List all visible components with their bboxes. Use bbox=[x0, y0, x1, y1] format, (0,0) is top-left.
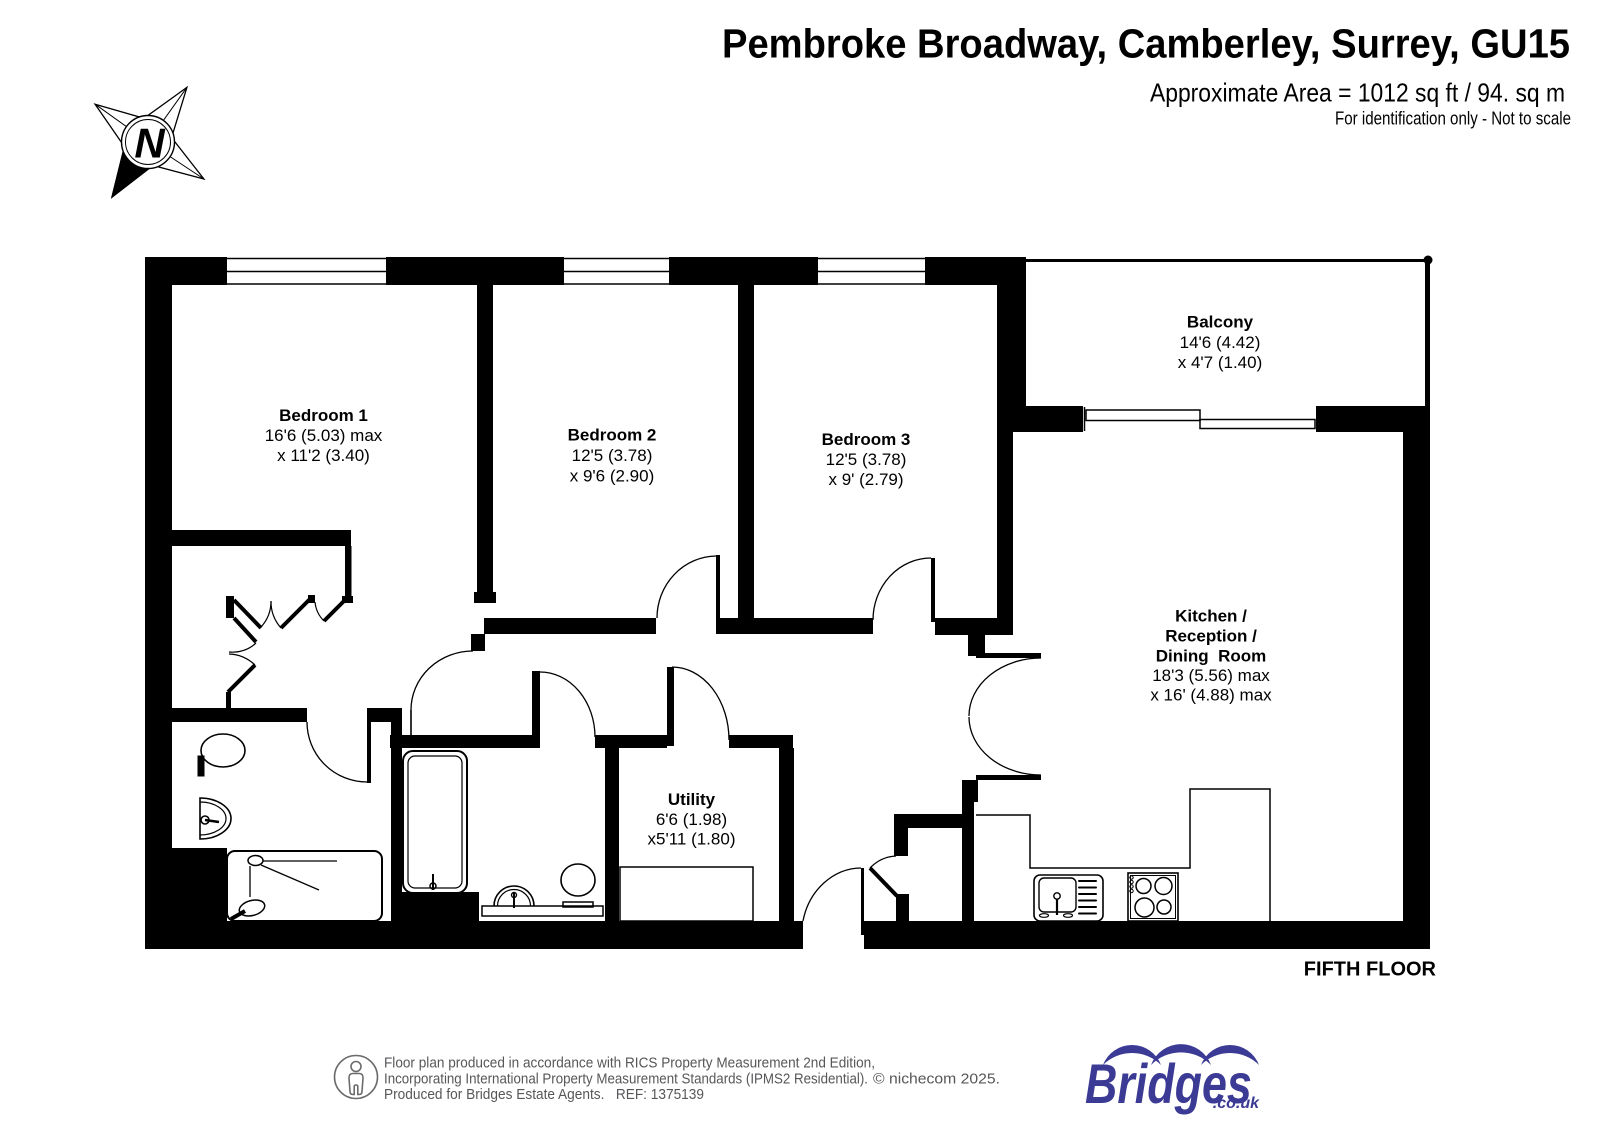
svg-text:Incorporating International Pr: Incorporating International Property Mea… bbox=[384, 1071, 868, 1087]
svg-text:14'6 (4.42): 14'6 (4.42) bbox=[1180, 333, 1261, 352]
svg-text:x 11'2 (3.40): x 11'2 (3.40) bbox=[277, 446, 370, 465]
svg-text:12'5 (3.78): 12'5 (3.78) bbox=[572, 446, 653, 465]
svg-text:Utility: Utility bbox=[668, 790, 716, 809]
svg-text:18'3 (5.56) max: 18'3 (5.56) max bbox=[1152, 666, 1270, 685]
svg-text:x 9'6 (2.90): x 9'6 (2.90) bbox=[570, 466, 655, 485]
svg-text:12'5 (3.78): 12'5 (3.78) bbox=[826, 450, 907, 469]
svg-text:© nichecom 2025.: © nichecom 2025. bbox=[873, 1071, 1000, 1087]
svg-text:.co.uk: .co.uk bbox=[1213, 1095, 1260, 1112]
svg-text:x5'11 (1.80): x5'11 (1.80) bbox=[648, 829, 736, 848]
svg-text:For identification only - Not: For identification only - Not to scale bbox=[1335, 109, 1571, 129]
svg-text:Pembroke Broadway, Camberley,: Pembroke Broadway, Camberley, Surrey, GU… bbox=[722, 21, 1570, 67]
svg-text:Produced for Bridges Estate Ag: Produced for Bridges Estate Agents. REF:… bbox=[384, 1087, 704, 1103]
svg-text:x 4'7 (1.40): x 4'7 (1.40) bbox=[1178, 353, 1263, 372]
svg-text:FIFTH FLOOR: FIFTH FLOOR bbox=[1304, 958, 1437, 980]
svg-text:16'6 (5.03) max: 16'6 (5.03) max bbox=[265, 426, 383, 445]
svg-text:x 16' (4.88) max: x 16' (4.88) max bbox=[1150, 686, 1272, 705]
svg-text:Bedroom 1: Bedroom 1 bbox=[279, 406, 368, 425]
svg-text:6'6 (1.98): 6'6 (1.98) bbox=[656, 810, 727, 829]
svg-text:Balcony: Balcony bbox=[1187, 313, 1254, 332]
svg-text:Bedroom 2: Bedroom 2 bbox=[568, 426, 657, 445]
svg-text:Bedroom 3: Bedroom 3 bbox=[822, 430, 911, 449]
svg-text:Bridges: Bridges bbox=[1085, 1052, 1252, 1115]
svg-text:Floor plan produced in accorda: Floor plan produced in accordance with R… bbox=[384, 1056, 875, 1072]
svg-text:N: N bbox=[134, 120, 166, 167]
svg-text:Reception /: Reception / bbox=[1165, 627, 1257, 646]
svg-text:x 9' (2.79): x 9' (2.79) bbox=[828, 470, 903, 489]
svg-text:Kitchen /: Kitchen / bbox=[1175, 607, 1247, 626]
svg-text:Approximate Area = 1012 sq ft: Approximate Area = 1012 sq ft / 94. sq m bbox=[1150, 77, 1565, 107]
svg-text:Dining Room: Dining Room bbox=[1156, 647, 1266, 666]
